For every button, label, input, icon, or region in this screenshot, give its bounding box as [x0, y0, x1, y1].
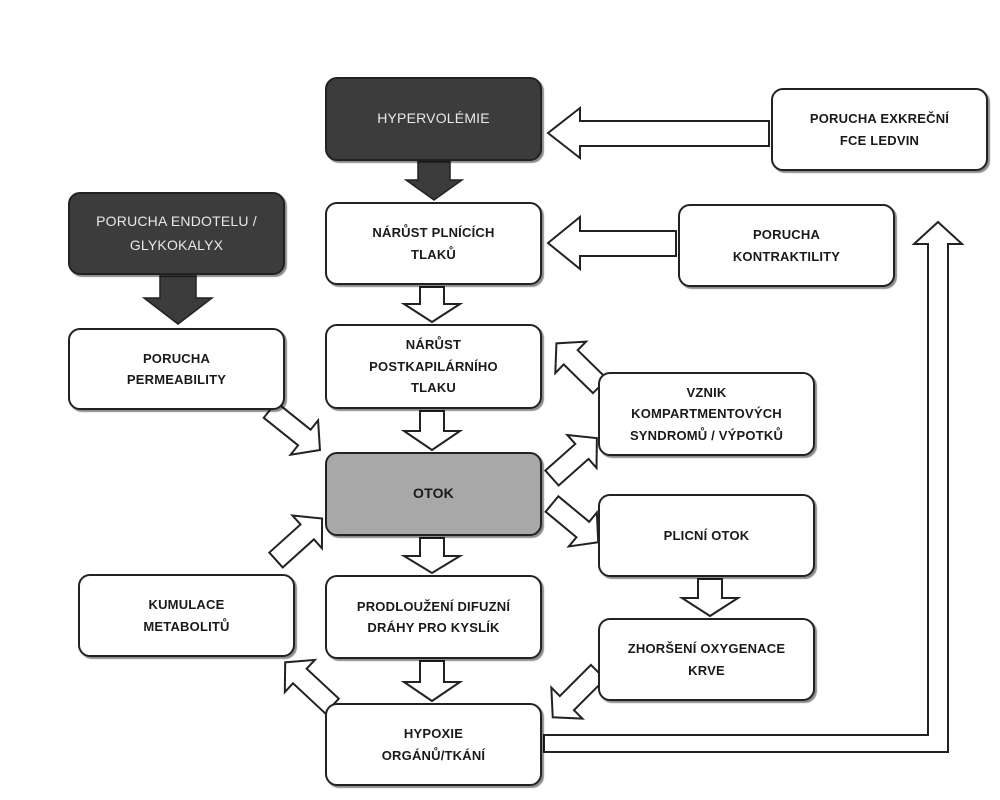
- arrow-hypervolemie-to-narust-plnicich: [403, 160, 465, 201]
- node-zhorseni-oxygenace: ZHORŠENÍ OXYGENACE KRVE: [598, 618, 815, 701]
- node-porucha-endotelu-label: PORUCHA ENDOTELU / GLYKOKALYX: [96, 213, 257, 253]
- node-otok-label: OTOK: [413, 485, 454, 502]
- arrow-otok-to-plicni-otok: [544, 494, 600, 548]
- node-plicni-otok: PLICNÍ OTOK: [598, 494, 815, 577]
- arrow-exkrecni-to-hypervolemie: [546, 105, 770, 161]
- arrow-hypoxie-to-kumulace: [283, 658, 341, 715]
- arrow-plnici-tlaky-to-postkapilarni: [400, 286, 464, 324]
- arrow-otok-to-prodlouzeni: [400, 537, 464, 575]
- node-porucha-exkrecni: PORUCHA EXKREČNÍ FCE LEDVIN: [771, 88, 988, 171]
- node-kumulace-metabolitu-label: KUMULACE METABOLITŮ: [143, 597, 230, 634]
- node-narust-postkapilarniho: NÁRŮST POSTKAPILÁRNÍHO TLAKU: [325, 324, 542, 409]
- node-hypoxie-label: HYPOXIE ORGÁNŮ/TKÁNÍ: [381, 726, 486, 763]
- node-hypervolemie: HYPERVOLÉMIE: [325, 77, 542, 161]
- node-otok: OTOK: [325, 452, 542, 536]
- arrow-kontraktilita-to-plnici-tlaky: [546, 214, 677, 272]
- arrow-prodlouzeni-to-hypoxie: [400, 660, 464, 703]
- node-porucha-permeability: PORUCHA PERMEABILITY: [68, 328, 285, 410]
- node-zhorseni-oxygenace-label: ZHORŠENÍ OXYGENACE KRVE: [627, 641, 786, 678]
- node-prodlouzeni-difuzni: PRODLOUŽENÍ DIFUZNÍ DRÁHY PRO KYSLÍK: [325, 575, 542, 659]
- node-porucha-endotelu: PORUCHA ENDOTELU / GLYKOKALYX: [68, 192, 285, 275]
- arrow-postkapilarni-to-otok: [400, 410, 464, 452]
- node-hypoxie: HYPOXIE ORGÁNŮ/TKÁNÍ: [325, 703, 542, 786]
- node-prodlouzeni-difuzni-label: PRODLOUŽENÍ DIFUZNÍ DRÁHY PRO KYSLÍK: [356, 598, 511, 635]
- node-kumulace-metabolitu: KUMULACE METABOLITŮ: [78, 574, 295, 657]
- arrow-plicni-otok-to-zhorseni: [678, 578, 742, 618]
- node-porucha-kontraktility-label: PORUCHA KONTRAKTILITY: [732, 227, 841, 264]
- node-porucha-permeability-label: PORUCHA PERMEABILITY: [126, 350, 227, 387]
- arrow-otok-to-kompartment: [543, 433, 598, 487]
- node-narust-plnicich: NÁRŮST PLNÍCÍCH TLAKŮ: [325, 202, 542, 285]
- node-porucha-kontraktility: PORUCHA KONTRAKTILITY: [678, 204, 895, 287]
- node-narust-plnicich-label: NÁRŮST PLNÍCÍCH TLAKŮ: [372, 225, 495, 262]
- node-vznik-kompartmentovych: VZNIK KOMPARTMENTOVÝCH SYNDROMŮ / VÝPOTK…: [598, 372, 815, 456]
- node-plicni-otok-label: PLICNÍ OTOK: [663, 527, 750, 543]
- node-vznik-kompartmentovych-label: VZNIK KOMPARTMENTOVÝCH SYNDROMŮ / VÝPOTK…: [629, 384, 784, 443]
- arrow-zhorseni-to-hypoxie: [550, 663, 607, 720]
- arrow-endotel-to-permeabilita: [141, 275, 215, 325]
- arrow-permeabilita-to-otok: [262, 400, 322, 457]
- node-porucha-exkrecni-label: PORUCHA EXKREČNÍ FCE LEDVIN: [809, 111, 950, 148]
- node-narust-postkapilarniho-label: NÁRŮST POSTKAPILÁRNÍHO TLAKU: [369, 337, 498, 396]
- arrow-kumulace-to-otok: [267, 514, 324, 569]
- node-hypervolemie-label: HYPERVOLÉMIE: [377, 110, 490, 127]
- arrow-hypoxie-to-exkrecni-feedback: [543, 220, 965, 753]
